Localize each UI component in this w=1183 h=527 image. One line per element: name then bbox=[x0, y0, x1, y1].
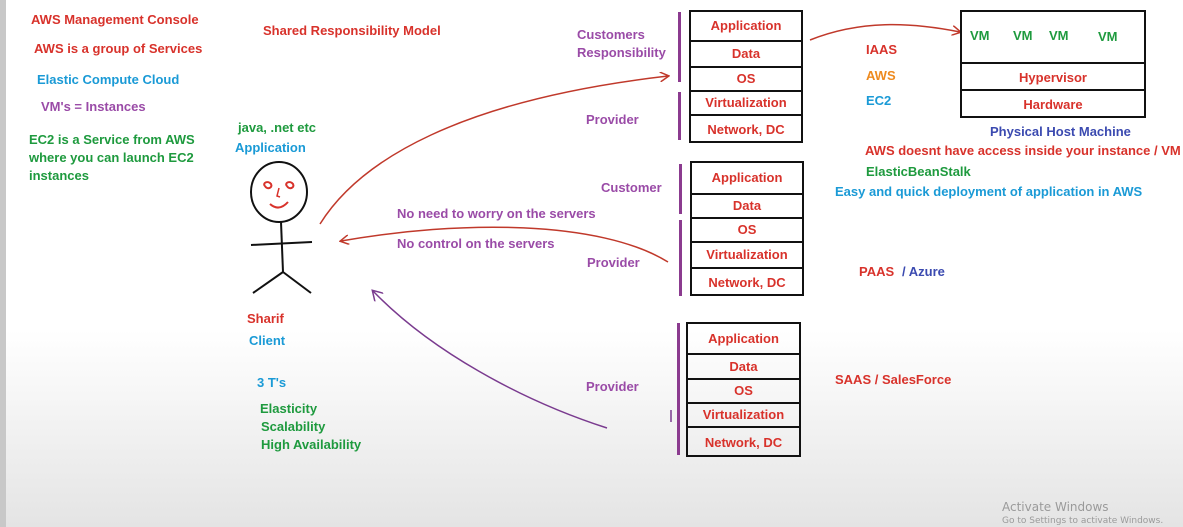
hardware-layer: Hardware bbox=[962, 89, 1144, 120]
iaas-cell: Data bbox=[691, 40, 801, 68]
watermark-title: Activate Windows bbox=[1002, 500, 1109, 514]
saas-cell: Data bbox=[688, 353, 799, 380]
host-machine: VM VM VM VM Hypervisor Hardware bbox=[960, 10, 1146, 118]
paas-customer-label: Customer bbox=[601, 180, 662, 195]
paas-provider-label: Provider bbox=[587, 255, 640, 270]
paas-side: PAAS bbox=[859, 264, 895, 279]
arrow-label-no-control: No control on the servers bbox=[397, 236, 555, 251]
paas-cell: Application bbox=[711, 170, 783, 185]
note-deploy: Easy and quick deployment of application… bbox=[835, 184, 1143, 199]
note-aws-group: AWS is a group of Services bbox=[34, 41, 203, 56]
arrow-from-paas bbox=[341, 226, 669, 263]
host-caption: Physical Host Machine bbox=[990, 124, 1131, 139]
hypervisor-layer: Hypervisor bbox=[962, 62, 1144, 91]
saas-cell: Application bbox=[708, 331, 779, 346]
three-ts-item: Elasticity bbox=[260, 401, 318, 416]
saas-cell: Virtualization bbox=[688, 402, 799, 428]
vm-label: VM bbox=[1098, 29, 1118, 44]
note-ec2-1: EC2 is a Service from AWS bbox=[29, 132, 195, 147]
paas-cell: OS bbox=[692, 217, 802, 243]
note-aws-console: AWS Management Console bbox=[31, 12, 199, 27]
iaas-cell: OS bbox=[691, 66, 801, 92]
iaas-customer-label: Customers bbox=[577, 27, 645, 42]
note-vms: VM's = Instances bbox=[41, 99, 146, 114]
person-app: Application bbox=[235, 140, 306, 155]
person-tech: java, .net etc bbox=[238, 120, 317, 135]
person-name: Sharif bbox=[247, 311, 284, 326]
stick-figure-icon bbox=[250, 161, 313, 294]
vm-label: VM bbox=[1049, 28, 1069, 43]
note-elastic: Elastic Compute Cloud bbox=[37, 72, 180, 87]
saas-cell: OS bbox=[688, 378, 799, 404]
watermark-subtitle: Go to Settings to activate Windows. bbox=[1002, 516, 1164, 526]
saas-side: SAAS / SalesForce bbox=[835, 372, 952, 387]
three-ts-item: Scalability bbox=[261, 419, 326, 434]
vm-label: VM bbox=[970, 28, 990, 43]
iaas-side: IAAS bbox=[866, 42, 898, 57]
person-role: Client bbox=[249, 333, 286, 348]
paas-stack: Application Data OS Virtualization Netwo… bbox=[690, 161, 804, 296]
arrow-from-saas bbox=[373, 291, 608, 429]
saas-provider-label: Provider bbox=[586, 379, 639, 394]
iaas-customer-bracket bbox=[678, 12, 681, 82]
iaas-provider-bracket bbox=[678, 92, 681, 140]
paas-cell: Data bbox=[692, 193, 802, 219]
arrow-to-host bbox=[809, 23, 960, 41]
paas-side-azure: / Azure bbox=[902, 264, 945, 279]
iaas-cell: Application bbox=[710, 18, 782, 33]
three-ts-item: High Availability bbox=[261, 437, 362, 452]
saas-cell: Network, DC bbox=[688, 426, 799, 459]
iaas-cell: Virtualization bbox=[691, 90, 801, 116]
saas-stack: Application Data OS Virtualization Netwo… bbox=[686, 322, 801, 457]
arrow-label-no-worry: No need to worry on the servers bbox=[397, 206, 596, 221]
paas-cell: Network, DC bbox=[692, 267, 802, 298]
iaas-cell: Network, DC bbox=[691, 114, 801, 145]
iaas-side-aws: AWS bbox=[866, 68, 896, 83]
note-no-access: AWS doesnt have access inside your insta… bbox=[865, 143, 1181, 158]
iaas-stack: Application Data OS Virtualization Netwo… bbox=[689, 10, 803, 143]
iaas-provider-label: Provider bbox=[586, 112, 639, 127]
iaas-customer-label: Responsibility bbox=[577, 45, 666, 60]
iaas-side-ec2: EC2 bbox=[866, 93, 892, 108]
paas-provider-bracket bbox=[679, 220, 682, 296]
paas-cell: Virtualization bbox=[692, 241, 802, 269]
diagram-title: Shared Responsibility Model bbox=[263, 23, 441, 38]
saas-provider-bracket bbox=[677, 323, 680, 455]
note-ec2-2: where you can launch EC2 bbox=[29, 150, 194, 165]
vm-label: VM bbox=[1013, 28, 1033, 43]
note-beanstalk: ElasticBeanStalk bbox=[866, 164, 971, 179]
arrow-to-iaas bbox=[319, 76, 668, 225]
paas-customer-bracket bbox=[679, 164, 682, 214]
note-ec2-3: instances bbox=[29, 168, 89, 183]
three-ts-heading: 3 T's bbox=[257, 375, 287, 390]
window-left-edge bbox=[0, 0, 6, 527]
